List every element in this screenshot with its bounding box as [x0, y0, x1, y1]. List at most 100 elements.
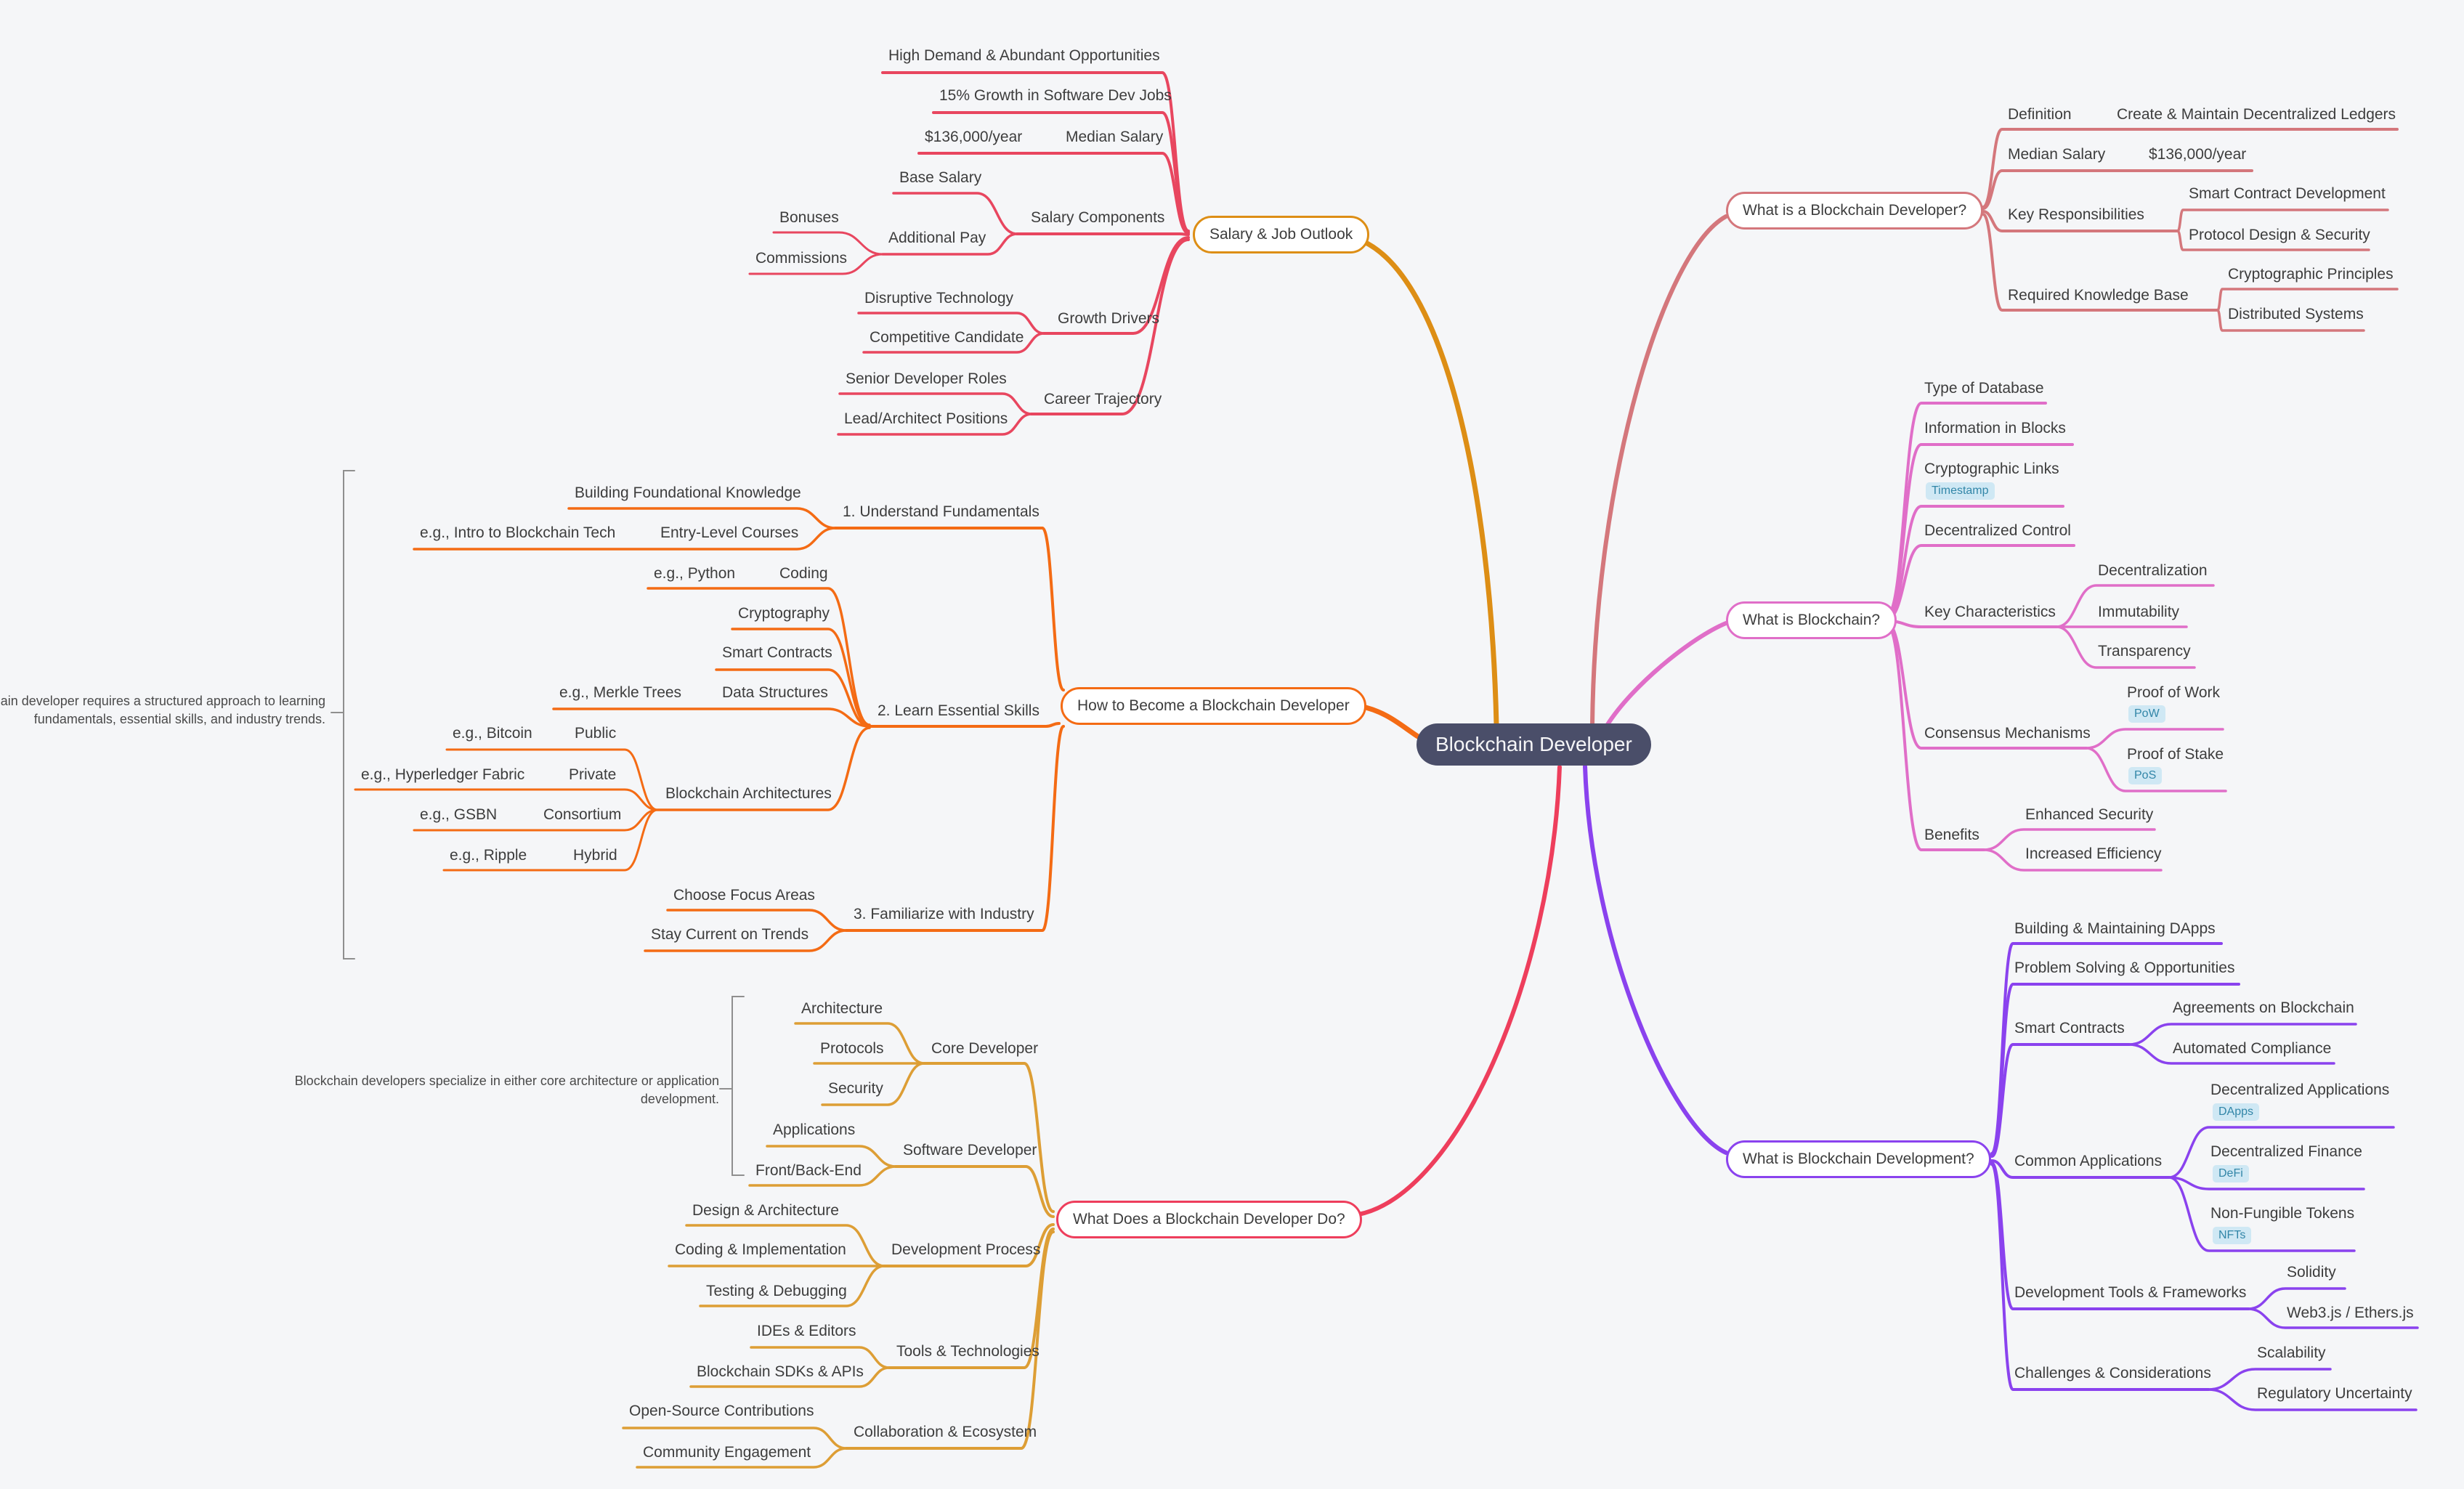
mindmap-label: Decentralization	[2098, 562, 2208, 579]
node-what-does-developer-do: What Does a Blockchain Developer Do?	[1056, 1201, 1362, 1238]
node-what-is-blockchain-label: What is Blockchain?	[1743, 612, 1881, 628]
branch-link	[834, 527, 1065, 691]
mindmap-badge: PoW	[2128, 705, 2165, 723]
branch-link	[2168, 1176, 2365, 1190]
note-learning-bracket	[343, 470, 355, 959]
mindmap-label: Public	[575, 725, 617, 742]
branch-link	[731, 628, 871, 727]
mindmap-label: IDEs & Editors	[757, 1323, 856, 1339]
mindmap-label: Core Developer	[931, 1040, 1039, 1057]
mindmap-label: Scalability	[2257, 1344, 2326, 1361]
mindmap-label: Security	[828, 1080, 883, 1097]
branch-link	[881, 232, 1018, 256]
mindmap-label: Common Applications	[2014, 1153, 2163, 1169]
note-specialization-line1: Blockchain developers specialize in eith…	[294, 1074, 719, 1088]
mindmap-label: Commissions	[755, 250, 848, 267]
branch-link	[2128, 1043, 2335, 1065]
mindmap-label: High Demand & Abundant Opportunities	[888, 47, 1160, 64]
branch-link	[892, 192, 1018, 235]
branch-link	[445, 748, 659, 811]
mindmap-label: Immutability	[2098, 604, 2180, 620]
mindmap-label: Median Salary	[1066, 129, 1164, 145]
mindmap-label: Additional Pay	[888, 230, 986, 246]
node-how-to-become-label: How to Become a Blockchain Developer	[1077, 697, 1350, 714]
branch-link	[766, 1145, 897, 1168]
branch-link	[857, 312, 1045, 335]
branch-link	[413, 527, 837, 551]
branch-link	[748, 253, 884, 275]
mindmap-label: Development Tools & Frameworks	[2014, 1284, 2247, 1301]
branch-link	[2247, 1307, 2419, 1329]
mindmap-label: Entry-Level Courses	[660, 524, 799, 541]
mindmap-label: Open-Source Contributions	[629, 1403, 814, 1419]
mindmap-label: Building & Maintaining DApps	[2014, 920, 2216, 937]
mindmap-label: Tools & Technologies	[896, 1343, 1040, 1360]
mindmap-label: Coding & Implementation	[675, 1241, 846, 1258]
mindmap-label: Decentralized Finance	[2210, 1143, 2362, 1160]
mindmap-label: Private	[569, 766, 617, 783]
branch-link	[2168, 1176, 2356, 1252]
branch-link	[354, 788, 659, 811]
node-what-is-blockchain: What is Blockchain?	[1726, 601, 1897, 639]
branch-link	[2085, 728, 2224, 750]
mindmap-label: e.g., Intro to Blockchain Tech	[420, 524, 616, 541]
note-specialization: Blockchain developers specialize in eith…	[211, 1072, 719, 1108]
mindmap-label: Key Responsibilities	[2008, 206, 2144, 223]
branch-link	[656, 726, 871, 811]
mindmap-badge: NFTs	[2213, 1227, 2252, 1244]
mindmap-label: Challenges & Considerations	[2014, 1365, 2211, 1382]
branch-link	[750, 1346, 891, 1369]
mindmap-label: Key Characteristics	[1924, 604, 2056, 620]
branch-link	[644, 929, 848, 952]
mindmap-label: Coding	[779, 565, 828, 582]
note-specialization-line2: development.	[640, 1092, 719, 1106]
node-what-is-blockchain-development: What is Blockchain Development?	[1726, 1140, 1991, 1178]
mindmap-label: Smart Contract Development	[2189, 185, 2386, 202]
root-branch-link	[1605, 621, 1728, 728]
root-branch-link	[1356, 765, 1562, 1217]
mindmap-label: e.g., GSBN	[420, 806, 498, 823]
note-learning-line2: fundamentals, essential skills, and indu…	[33, 712, 325, 726]
mindmap-badge: DApps	[2213, 1103, 2260, 1121]
mindmap-label: Disruptive Technology	[864, 290, 1014, 307]
branch-link	[2085, 747, 2227, 792]
branch-link	[1982, 828, 2156, 851]
branch-link	[1886, 443, 2074, 618]
mindmap-label: Senior Developer Roles	[846, 370, 1007, 387]
mindmap-label: Create & Maintain Decentralized Ledgers	[2117, 106, 2396, 123]
branch-link	[1042, 236, 1190, 335]
root-branch-link	[1590, 214, 1728, 727]
mindmap-label: Testing & Debugging	[706, 1283, 847, 1299]
branch-link	[2055, 625, 2196, 669]
node-what-is-blockchain-developer-label: What is a Blockchain Developer?	[1743, 202, 1967, 219]
branch-link	[2207, 1388, 2418, 1411]
mindmap-label: Enhanced Security	[2025, 806, 2154, 823]
mindmap-label: Benefits	[1924, 827, 1979, 843]
branch-link	[748, 1165, 897, 1187]
branch-link	[1886, 623, 1985, 851]
branch-link	[2216, 309, 2365, 332]
mindmap-label: Front/Back-End	[755, 1162, 862, 1179]
branch-link	[442, 808, 659, 872]
node-what-is-blockchain-development-label: What is Blockchain Development?	[1743, 1151, 1974, 1167]
mindmap-label: Data Structures	[722, 684, 828, 701]
branch-link	[1990, 1043, 2131, 1158]
mindmap-label: Transparency	[2098, 643, 2191, 660]
branch-link	[838, 392, 1033, 415]
branch-link	[685, 1224, 885, 1267]
branch-link	[1016, 232, 1190, 236]
node-how-to-become: How to Become a Blockchain Developer	[1061, 687, 1366, 725]
branch-link	[821, 1062, 925, 1106]
branch-link	[845, 1230, 1055, 1450]
branch-link	[894, 1165, 1055, 1218]
branch-link	[552, 707, 871, 728]
branch-link	[772, 231, 884, 256]
mindmap-label: Smart Contracts	[2014, 1020, 2125, 1036]
mindmap-label: Choose Focus Areas	[673, 887, 815, 904]
mindmap-label: e.g., Ripple	[450, 847, 527, 864]
mindmap-label: Consensus Mechanisms	[1924, 725, 2091, 742]
mindmap-label: Community Engagement	[643, 1444, 811, 1461]
mindmap-label: Information in Blocks	[1924, 420, 2066, 437]
mindmap-label: $136,000/year	[2149, 146, 2247, 163]
